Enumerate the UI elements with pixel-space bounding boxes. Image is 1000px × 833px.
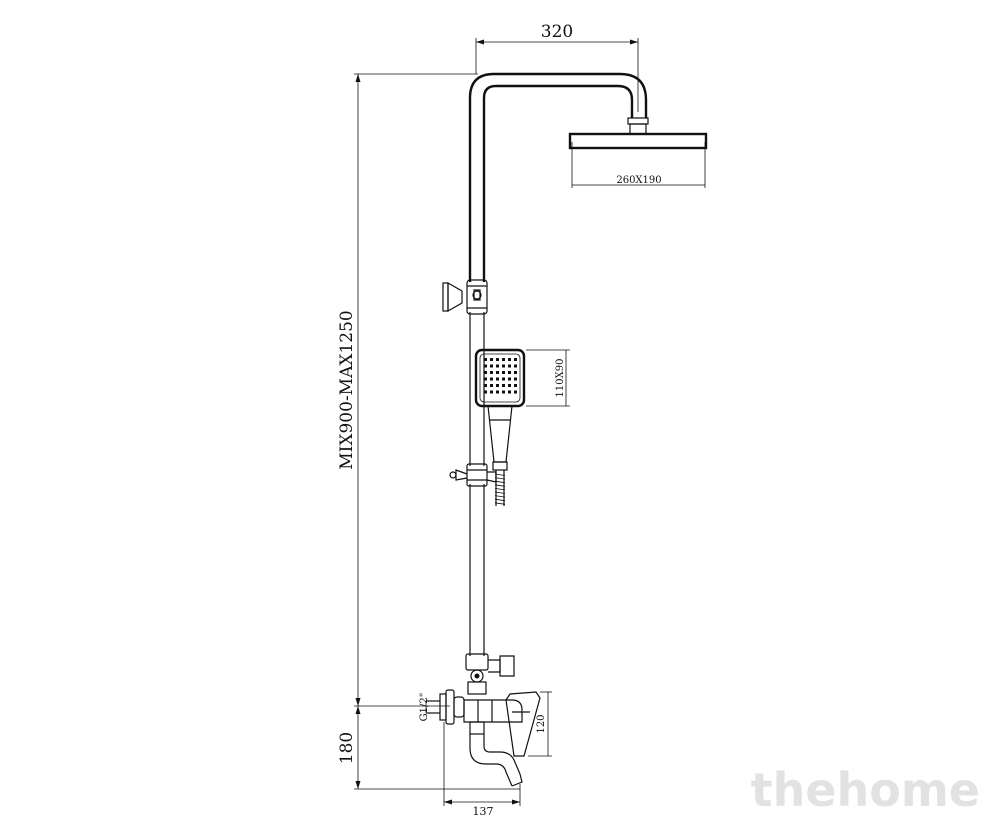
- nozzle-dot: [484, 371, 487, 374]
- nozzle-dot: [502, 390, 505, 394]
- nozzle-dot: [514, 371, 517, 374]
- spout: 137: [443, 721, 523, 818]
- nozzle-dot: [496, 390, 499, 394]
- nozzle-dot: [514, 364, 517, 368]
- hose-coil: [494, 502, 506, 505]
- nozzle-dot: [502, 364, 505, 368]
- hose-coil: [494, 480, 506, 484]
- mixer-height-label: 120: [536, 714, 547, 733]
- nozzle-dot: [508, 371, 511, 374]
- thread-label: G1/2": [419, 693, 430, 722]
- top-width-label: 320: [541, 22, 573, 42]
- base-height-dimension: 180: [337, 705, 520, 790]
- shower-head: 260X190: [568, 117, 708, 188]
- hose-coil: [494, 473, 506, 476]
- hose-coil: [494, 477, 506, 480]
- nozzle-dot: [490, 371, 493, 374]
- nozzle-dot: [508, 384, 511, 387]
- nozzle-dot: [484, 384, 487, 387]
- hose-coil: [494, 491, 506, 494]
- nozzle-dot: [502, 371, 505, 374]
- nozzle-dot: [490, 358, 493, 361]
- nozzle-dot: [490, 384, 493, 387]
- nozzle-dot: [496, 377, 499, 381]
- upper-wall-bracket: [442, 279, 488, 315]
- nozzle-dot: [496, 384, 499, 387]
- nozzle-dot: [490, 390, 493, 394]
- hose-coil: [494, 498, 506, 502]
- hose-coil: [494, 484, 506, 487]
- hand-size-label: 110X90: [555, 359, 566, 398]
- nozzle-dot: [496, 358, 499, 361]
- mixer-body: G1/2" 120: [419, 689, 552, 757]
- nozzle-dot: [496, 371, 499, 374]
- top-width-dimension: 320: [475, 22, 639, 112]
- nozzle-dot: [502, 358, 505, 361]
- slide-holder: [449, 463, 497, 487]
- nozzle-dot: [514, 384, 517, 387]
- nozzle-dot: [508, 364, 511, 368]
- total-height-label: MIX900-MAX1250: [337, 310, 357, 469]
- watermark-text: thehome: [751, 763, 980, 817]
- nozzle-dot: [496, 364, 499, 368]
- hose-coil: [494, 495, 506, 498]
- nozzle-dot: [484, 358, 487, 361]
- nozzle-dot: [502, 384, 505, 387]
- nozzle-dot: [484, 390, 487, 394]
- nozzle-dot: [514, 390, 517, 394]
- hand-shower: 110X90: [474, 348, 570, 471]
- nozzle-dot: [490, 364, 493, 368]
- nozzle-dot: [502, 377, 505, 381]
- shower-hose: [494, 470, 506, 506]
- nozzle-dot: [508, 390, 511, 394]
- diverter: [465, 653, 515, 695]
- nozzle-dot: [484, 364, 487, 368]
- nozzle-dot: [514, 377, 517, 381]
- head-size-label: 260X190: [616, 175, 661, 186]
- nozzle-dot: [508, 377, 511, 381]
- nozzle-dot: [490, 377, 493, 381]
- hose-coil: [494, 488, 506, 491]
- nozzle-dots: [484, 358, 517, 394]
- nozzle-dot: [484, 377, 487, 381]
- nozzle-dot: [514, 358, 517, 361]
- nozzle-dot: [508, 358, 511, 361]
- riser-pipe: [468, 72, 648, 656]
- total-height-dimension: MIX900-MAX1250: [337, 73, 478, 706]
- spout-length-label: 137: [473, 805, 494, 818]
- base-height-label: 180: [337, 732, 357, 764]
